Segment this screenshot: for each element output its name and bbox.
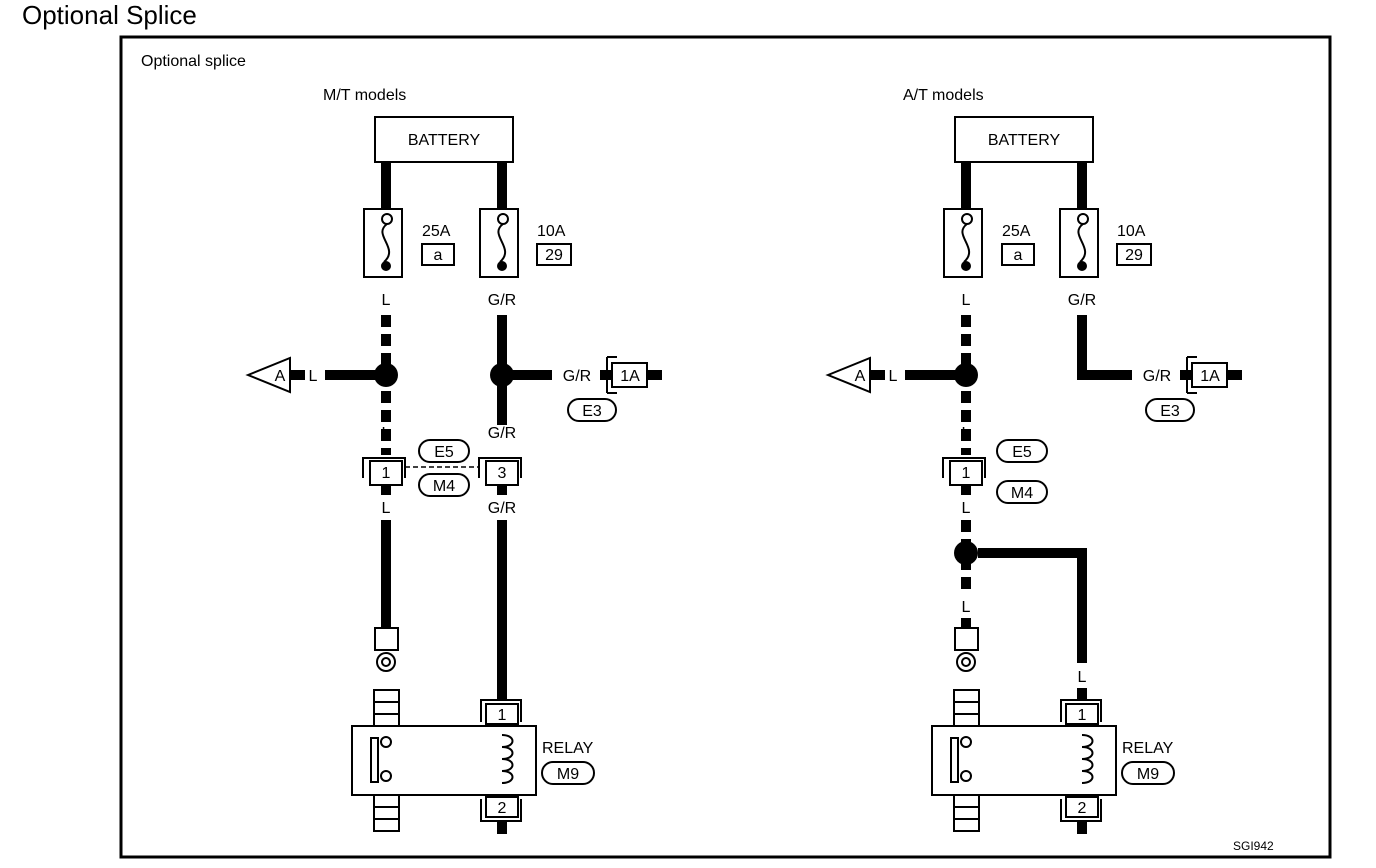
svg-text:1: 1 xyxy=(498,707,507,724)
svg-text:1A: 1A xyxy=(1200,368,1220,385)
svg-text:L: L xyxy=(962,599,971,616)
svg-text:29: 29 xyxy=(1125,247,1143,264)
svg-text:G/R: G/R xyxy=(1143,368,1171,385)
figure-code: SGI942 xyxy=(1233,839,1274,853)
splice-node xyxy=(954,541,978,565)
svg-text:G/R: G/R xyxy=(488,500,516,517)
section-title: A/T models xyxy=(903,87,984,104)
svg-text:3: 3 xyxy=(498,465,507,482)
wire-label-gr: G/R xyxy=(488,292,516,309)
svg-text:M9: M9 xyxy=(1137,766,1159,783)
svg-text:A: A xyxy=(275,368,286,385)
svg-text:L: L xyxy=(1078,669,1087,686)
svg-text:2: 2 xyxy=(498,800,507,817)
page-title: Optional Splice xyxy=(22,0,197,30)
svg-text:E5: E5 xyxy=(1012,444,1032,461)
fuse-25a: 25A a xyxy=(943,208,1035,278)
connector-e5-m4: 1 E5 M4 xyxy=(942,439,1048,504)
connector-1a: 1A xyxy=(1186,356,1242,394)
svg-text:A: A xyxy=(855,368,866,385)
fuse-id: 29 xyxy=(545,247,563,264)
battery xyxy=(374,116,514,163)
svg-text:E3: E3 xyxy=(582,403,602,420)
svg-text:25A: 25A xyxy=(1002,223,1031,240)
wire-label-l: L xyxy=(382,292,391,309)
svg-text:L: L xyxy=(962,500,971,517)
svg-text:1: 1 xyxy=(382,465,391,482)
fuse-rating: 25A xyxy=(422,223,451,240)
svg-text:L: L xyxy=(962,292,971,309)
relay-label: RELAY xyxy=(1122,740,1174,757)
connector-a-arrow xyxy=(825,356,871,394)
svg-text:M4: M4 xyxy=(433,478,455,495)
svg-text:G/R: G/R xyxy=(1068,292,1096,309)
svg-text:L: L xyxy=(309,368,318,385)
svg-text:L: L xyxy=(382,425,391,442)
svg-text:1: 1 xyxy=(1078,707,1087,724)
connector-e5-m4: 1 3 E5 M4 xyxy=(362,439,522,497)
section-title: M/T models xyxy=(323,87,406,104)
fuse-rating: 10A xyxy=(537,223,566,240)
connector-a-arrow xyxy=(245,356,291,394)
svg-text:G/R: G/R xyxy=(563,368,591,385)
svg-text:M4: M4 xyxy=(1011,485,1033,502)
ground-terminal xyxy=(954,627,979,651)
connector-e3 xyxy=(1145,398,1195,422)
fuse-id: a xyxy=(434,247,443,264)
fuse-10a: 10A 29 xyxy=(1059,208,1152,278)
svg-text:10A: 10A xyxy=(1117,223,1146,240)
fuse-25a: 25A a xyxy=(363,208,455,278)
connector-e3 xyxy=(567,398,617,422)
ground-terminal xyxy=(374,627,399,651)
svg-text:L: L xyxy=(889,368,898,385)
svg-text:2: 2 xyxy=(1078,800,1087,817)
battery-label: BATTERY xyxy=(408,132,481,149)
svg-text:M9: M9 xyxy=(557,766,579,783)
ground-icon xyxy=(376,652,396,672)
svg-text:L: L xyxy=(962,425,971,442)
fuse-10a: 10A 29 xyxy=(479,208,572,278)
connector-1a: 1A xyxy=(606,356,662,394)
ground-icon xyxy=(956,652,976,672)
svg-text:a: a xyxy=(1014,247,1023,264)
svg-text:1: 1 xyxy=(962,465,971,482)
section-mt: M/T models BATTERY 25A a 10A 29 L xyxy=(245,87,662,834)
diagram-frame xyxy=(119,35,1332,859)
battery xyxy=(954,116,1094,163)
svg-text:E3: E3 xyxy=(1160,403,1180,420)
relay-m9: 1 2 RELAY M9 xyxy=(931,689,1175,834)
svg-text:L: L xyxy=(382,500,391,517)
frame-caption: Optional splice xyxy=(141,53,246,70)
svg-text:G/R: G/R xyxy=(488,425,516,442)
section-at: A/T models BATTERY 25A a 10A 29 L G/R xyxy=(825,87,1242,834)
svg-text:E5: E5 xyxy=(434,444,454,461)
relay-label: RELAY xyxy=(542,740,594,757)
relay-m9: 1 2 RELAY M9 xyxy=(351,689,595,834)
svg-text:1A: 1A xyxy=(620,368,640,385)
battery-label: BATTERY xyxy=(988,132,1061,149)
